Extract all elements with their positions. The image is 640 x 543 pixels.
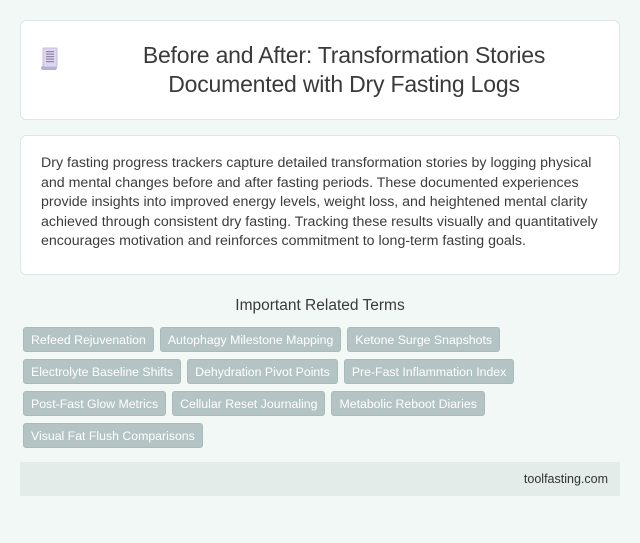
footer-site-link[interactable]: toolfasting.com [523, 471, 608, 486]
term-tag[interactable]: Dehydration Pivot Points [187, 358, 338, 384]
header-inner: Before and After: Transformation Stories… [41, 41, 599, 99]
related-terms-heading: Important Related Terms [235, 296, 405, 314]
term-tag[interactable]: Metabolic Reboot Diaries [331, 390, 485, 416]
description-card: Dry fasting progress trackers capture de… [20, 135, 620, 275]
document-scroll-icon [41, 47, 59, 71]
description-text: Dry fasting progress trackers capture de… [41, 155, 598, 250]
term-tag[interactable]: Electrolyte Baseline Shifts [23, 358, 182, 384]
term-tag[interactable]: Pre-Fast Inflammation Index [343, 358, 515, 384]
page: Before and After: Transformation Stories… [20, 20, 620, 496]
term-tag[interactable]: Visual Fat Flush Comparisons [23, 422, 203, 448]
term-tag[interactable]: Refeed Rejuvenation [23, 326, 154, 352]
term-tag[interactable]: Cellular Reset Journaling [172, 390, 326, 416]
related-terms-list: Refeed Rejuvenation Autophagy Milestone … [20, 326, 620, 448]
term-tag[interactable]: Post-Fast Glow Metrics [23, 390, 167, 416]
header-card: Before and After: Transformation Stories… [20, 20, 620, 120]
term-tag[interactable]: Autophagy Milestone Mapping [159, 326, 342, 352]
page-title: Before and After: Transformation Stories… [142, 42, 546, 97]
footer: toolfasting.com [20, 461, 620, 496]
term-tag[interactable]: Ketone Surge Snapshots [347, 326, 501, 352]
